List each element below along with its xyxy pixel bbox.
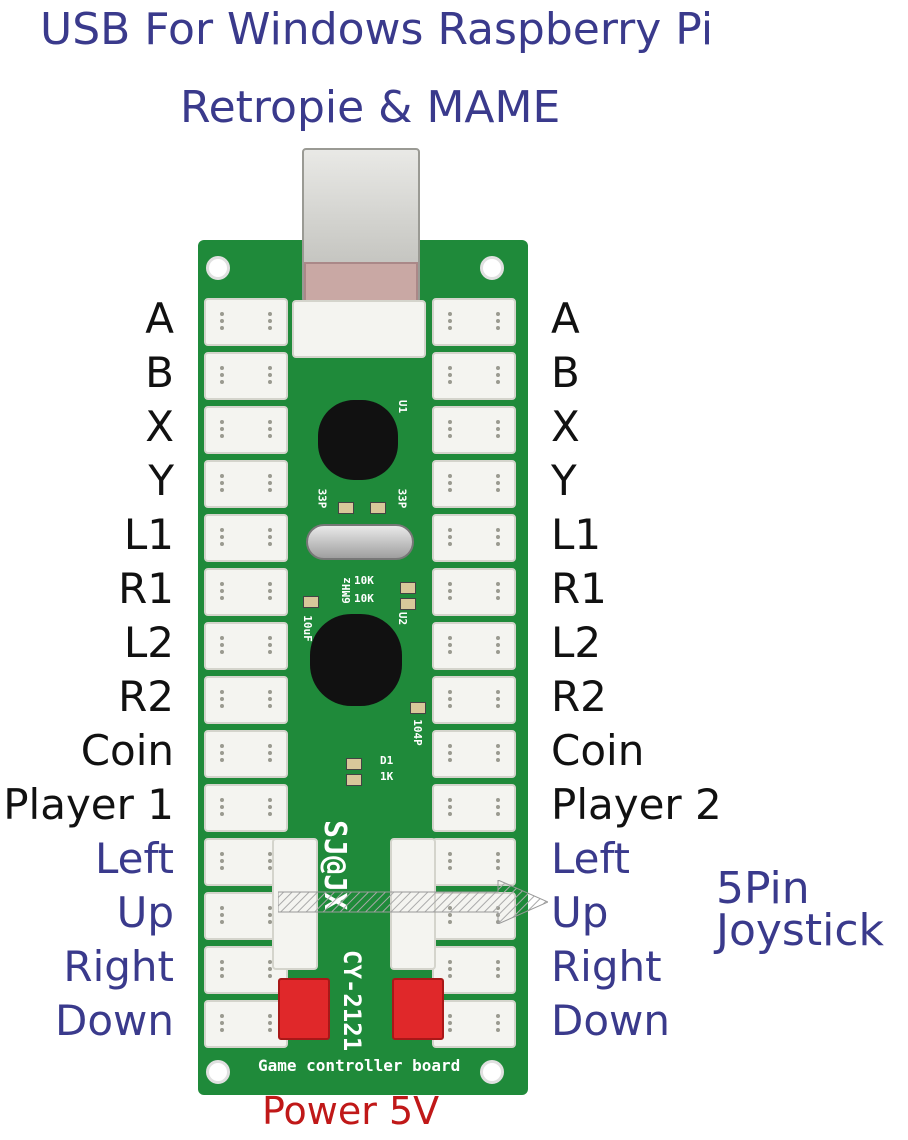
silk-model: CY-2121 bbox=[338, 950, 366, 1052]
mount-hole bbox=[206, 256, 230, 280]
button-connector bbox=[432, 1000, 516, 1048]
mount-hole bbox=[480, 1060, 504, 1084]
right-label: A bbox=[551, 294, 580, 343]
top-connector bbox=[292, 300, 426, 358]
right-label: L2 bbox=[551, 618, 602, 667]
button-connector bbox=[432, 946, 516, 994]
left-label: R1 bbox=[118, 564, 174, 613]
silk-part: 10K bbox=[354, 592, 374, 605]
button-connector bbox=[204, 298, 288, 346]
silk-crystal: 6MHz bbox=[339, 577, 353, 604]
button-connector bbox=[204, 352, 288, 400]
silk-part: 1K bbox=[380, 770, 394, 783]
button-connector bbox=[432, 838, 516, 886]
silk-bottom: Game controller board bbox=[258, 1056, 461, 1075]
button-connector bbox=[432, 406, 516, 454]
power-connector bbox=[278, 978, 330, 1040]
button-connector bbox=[432, 460, 516, 508]
button-connector bbox=[204, 676, 288, 724]
capacitor bbox=[338, 502, 354, 514]
right-label: R1 bbox=[551, 564, 607, 613]
button-connector bbox=[204, 1000, 288, 1048]
button-connector bbox=[432, 514, 516, 562]
capacitor bbox=[370, 502, 386, 514]
left-label: A bbox=[145, 294, 174, 343]
title-line-2: Retropie & MAME bbox=[180, 82, 561, 133]
capacitor bbox=[303, 596, 319, 608]
right-label: Coin bbox=[551, 726, 645, 775]
left-label: X bbox=[145, 402, 174, 451]
silk-part: 10K bbox=[354, 574, 374, 587]
left-label: L1 bbox=[123, 510, 174, 559]
right-label: Left bbox=[551, 834, 631, 883]
right-label: Right bbox=[551, 942, 662, 991]
silk-part: 33P bbox=[395, 488, 409, 509]
right-label: X bbox=[551, 402, 580, 451]
capacitor bbox=[410, 702, 426, 714]
resistor bbox=[400, 582, 416, 594]
button-connector bbox=[204, 784, 288, 832]
button-connector bbox=[204, 406, 288, 454]
right-label: Y bbox=[551, 456, 577, 505]
resistor bbox=[346, 774, 362, 786]
button-connector bbox=[204, 514, 288, 562]
title-line-1: USB For Windows Raspberry Pi bbox=[40, 4, 714, 55]
chip-u2 bbox=[310, 614, 402, 706]
silk-part: 33P bbox=[315, 488, 329, 509]
chip-u1 bbox=[318, 400, 398, 480]
right-label: L1 bbox=[551, 510, 602, 559]
button-connector bbox=[432, 352, 516, 400]
power-label: Power 5V bbox=[262, 1089, 440, 1133]
left-label: L2 bbox=[123, 618, 174, 667]
led bbox=[346, 758, 362, 770]
joystick-label-line-1: 5Pin bbox=[716, 863, 810, 914]
silk-part: 10uF bbox=[300, 615, 314, 642]
button-connector bbox=[432, 622, 516, 670]
button-connector bbox=[432, 730, 516, 778]
usb-port-face bbox=[304, 262, 418, 302]
button-connector bbox=[204, 568, 288, 616]
mount-hole bbox=[206, 1060, 230, 1084]
joystick-arrow bbox=[278, 880, 548, 924]
button-connector bbox=[204, 730, 288, 778]
right-label: B bbox=[551, 348, 580, 397]
left-label: Coin bbox=[80, 726, 174, 775]
right-label: Up bbox=[551, 888, 609, 937]
button-connector bbox=[204, 622, 288, 670]
mount-hole bbox=[480, 256, 504, 280]
silk-part: U1 bbox=[396, 399, 410, 414]
button-connector bbox=[432, 568, 516, 616]
left-label: R2 bbox=[118, 672, 174, 721]
button-connector bbox=[204, 460, 288, 508]
left-label: Left bbox=[94, 834, 174, 883]
button-connector bbox=[432, 676, 516, 724]
right-label: Down bbox=[551, 996, 671, 1045]
silk-part: U2 bbox=[396, 611, 410, 626]
joystick-label-line-2: Joystick bbox=[716, 904, 885, 956]
silk-part: 104P bbox=[410, 719, 424, 746]
left-label: B bbox=[145, 348, 174, 397]
joystick-label: 5Pin Joystick bbox=[716, 863, 885, 956]
button-connector bbox=[432, 298, 516, 346]
crystal-oscillator bbox=[306, 524, 414, 560]
power-connector bbox=[392, 978, 444, 1040]
left-label: Player 1 bbox=[3, 780, 174, 829]
silk-part: D1 bbox=[380, 754, 394, 767]
left-label: Right bbox=[63, 942, 174, 991]
right-label: R2 bbox=[551, 672, 607, 721]
button-connector bbox=[432, 784, 516, 832]
resistor bbox=[400, 598, 416, 610]
left-label: Down bbox=[54, 996, 174, 1045]
right-label: Player 2 bbox=[551, 780, 722, 829]
left-label: Up bbox=[116, 888, 174, 937]
left-label: Y bbox=[148, 456, 174, 505]
